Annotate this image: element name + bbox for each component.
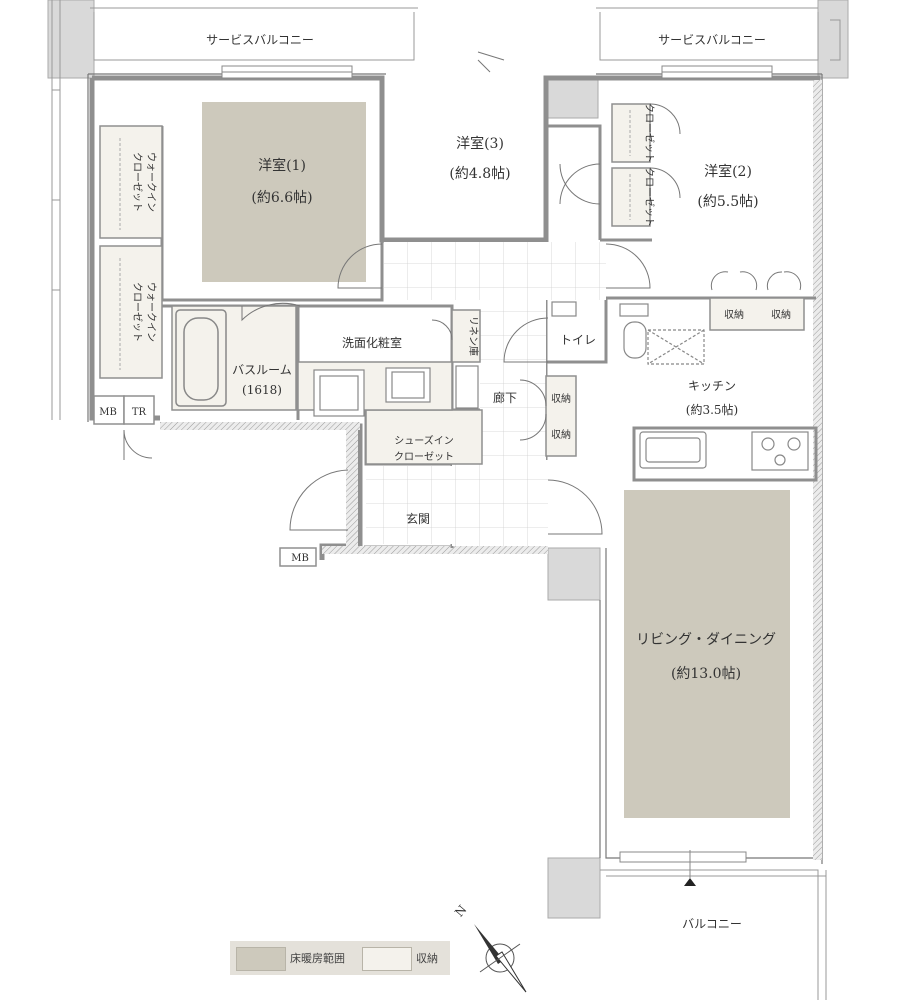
legend-storage-swatch (362, 947, 412, 971)
compass-rose (474, 924, 527, 993)
tr-label: TR (132, 407, 147, 418)
hallway-tiles-2 (480, 300, 546, 460)
storage-hall1-label: 収納 (551, 392, 571, 405)
heated-floor-living (624, 490, 790, 818)
closet-2-label: クローゼット (643, 167, 655, 227)
shoes-closet-line1: シューズイン (394, 434, 454, 447)
storage-top2-label: 収納 (771, 308, 791, 321)
heated-floor-western1 (202, 102, 366, 282)
legend-heating-swatch (236, 947, 286, 971)
living-size: (約13.0帖) (671, 666, 741, 682)
door-swings (123, 51, 802, 535)
bathroom-name: バスルーム (232, 363, 292, 377)
toilet-label: トイレ (560, 333, 596, 347)
legend-storage-label: 収納 (416, 952, 438, 965)
bathroom-size: (1618) (242, 383, 282, 397)
shoes-closet-line2: クローゼット (394, 451, 454, 463)
svg-text:ウォークインクローゼット: ウォークインクローゼット (131, 282, 157, 342)
svg-text:クローゼット: クローゼット (643, 103, 655, 163)
legend-heating-label: 床暖房範囲 (290, 952, 345, 965)
kitchen-size: (約3.5帖) (686, 402, 738, 417)
bathtub (175, 309, 227, 407)
western1-size: (約6.6帖) (251, 190, 312, 206)
entrance-tiles-2 (452, 460, 548, 546)
western1-name: 洋室(1) (258, 157, 306, 174)
living-name: リビング・ダイニング (636, 632, 776, 648)
service-balcony-outlines (51, 0, 841, 420)
washbasin (313, 365, 479, 417)
svg-text:ウォークインクローゼット: ウォークインクローゼット (131, 152, 157, 212)
entrance-label: 玄関 (406, 511, 430, 526)
legend: 床暖房範囲 収納 (230, 941, 450, 975)
wall-hatch-entrance (322, 546, 548, 554)
toilet-fixture (551, 301, 649, 359)
hallway-label: 廊下 (493, 390, 517, 405)
closet-rails (119, 110, 631, 370)
wall-hatch-lower (160, 422, 360, 430)
mb1-label: MB (99, 407, 117, 418)
western3-name: 洋室(3) (456, 135, 504, 152)
mb2-label: MB (291, 553, 309, 564)
western3-size: (約4.8帖) (449, 166, 510, 182)
closet-1-label: クローゼット (643, 103, 655, 163)
kitchen-counter (639, 329, 809, 471)
compass-north: N (452, 903, 469, 920)
wall-hatch-bath (346, 430, 358, 548)
western2-name: 洋室(2) (704, 163, 752, 180)
entry-arrow (684, 878, 696, 886)
service-balcony-left-label: サービスバルコニー (206, 33, 314, 47)
western2-size: (約5.5帖) (697, 194, 758, 210)
service-balcony-right-label: サービスバルコニー (658, 33, 766, 47)
walkin-closet-1-label: ウォークインクローゼット (131, 152, 157, 212)
linen-label: リネン庫 (467, 316, 480, 356)
entrance-tiles (366, 466, 452, 544)
svg-text:クローゼット: クローゼット (643, 167, 655, 227)
washroom-label: 洗面化粧室 (342, 335, 402, 350)
balcony-label: バルコニー (682, 917, 742, 931)
structural-columns (47, 0, 849, 919)
walkin-closet-2-label: ウォークインクローゼット (131, 282, 157, 342)
mb-tr-boxes (93, 395, 317, 567)
balcony-outline (600, 869, 827, 1000)
storage-hall2-label: 収納 (551, 428, 571, 441)
svg-text:リネン庫: リネン庫 (467, 316, 480, 356)
hallway-tiles (384, 242, 606, 300)
storage-top1-label: 収納 (724, 308, 744, 321)
windows (221, 65, 773, 863)
kitchen-name: キッチン (688, 379, 736, 393)
